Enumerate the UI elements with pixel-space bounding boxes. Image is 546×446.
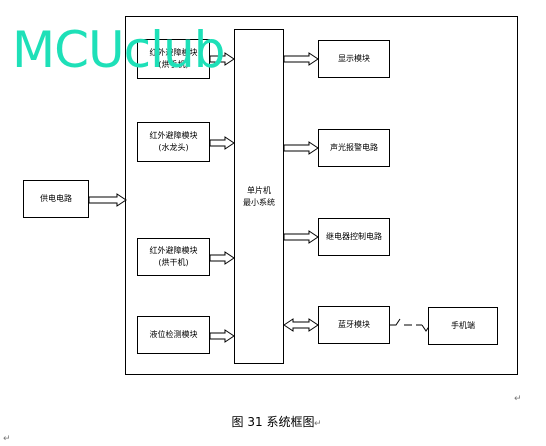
relay-label: 继电器控制电路: [326, 232, 382, 241]
bluetooth-block: 蓝牙模块: [318, 306, 390, 344]
arrow-mcu-to-display: [283, 52, 319, 66]
arrow-power-to-system: [88, 193, 127, 207]
power-supply-label: 供电电路: [40, 194, 72, 203]
system-boundary: [125, 16, 518, 375]
level-detect-block: 液位检测模块: [137, 316, 210, 354]
mcu-label-1: 单片机: [247, 185, 271, 195]
line-mark-3: ↵: [3, 434, 11, 444]
arrow-ir3-to-mcu: [209, 251, 235, 265]
ir-sensor-hand-dryer-label: 红外避障模块: [149, 48, 198, 57]
phone-block: 手机端: [428, 307, 498, 345]
figure-caption: 图 31 系统框图: [231, 415, 315, 429]
relay-block: 继电器控制电路: [318, 218, 390, 256]
ir-sensor-faucet-sub: (水龙头): [158, 143, 189, 152]
ir-sensor-faucet-label: 红外避障模块: [149, 131, 198, 140]
bluetooth-label: 蓝牙模块: [338, 320, 370, 329]
arrow-ir2-to-mcu: [209, 136, 235, 150]
ir-sensor-dryer-label: 红外避障模块: [149, 246, 198, 255]
display-label: 显示模块: [338, 54, 370, 63]
level-detect-label: 液位检测模块: [149, 330, 198, 339]
wireless-link: [390, 318, 431, 332]
mcuclub-watermark: MCUclub: [12, 21, 225, 79]
ir-sensor-faucet-block: 红外避障模块 (水龙头): [137, 122, 210, 162]
arrow-mcu-bluetooth: [283, 318, 319, 332]
alarm-block: 声光报警电路: [318, 129, 390, 167]
ir-sensor-hand-dryer-block: 红外避障模块 (烘手机): [137, 39, 210, 79]
alarm-label: 声光报警电路: [330, 143, 378, 152]
mcu-block: 单片机 最小系统: [234, 29, 284, 364]
power-supply-block: 供电电路: [23, 180, 89, 218]
line-mark-2: ↵: [314, 419, 322, 429]
mcu-label-2: 最小系统: [243, 197, 275, 207]
arrow-mcu-to-relay: [283, 230, 319, 244]
line-mark-1: ↵: [514, 394, 522, 404]
arrow-ir1-to-mcu: [209, 52, 235, 66]
phone-label: 手机端: [451, 321, 475, 330]
ir-sensor-hand-dryer-sub: (烘手机): [158, 60, 189, 69]
ir-sensor-dryer-sub: (烘干机): [158, 258, 189, 267]
arrow-level-to-mcu: [209, 329, 235, 343]
ir-sensor-dryer-block: 红外避障模块 (烘干机): [137, 238, 210, 276]
display-block: 显示模块: [318, 40, 390, 78]
arrow-mcu-to-alarm: [283, 141, 319, 155]
